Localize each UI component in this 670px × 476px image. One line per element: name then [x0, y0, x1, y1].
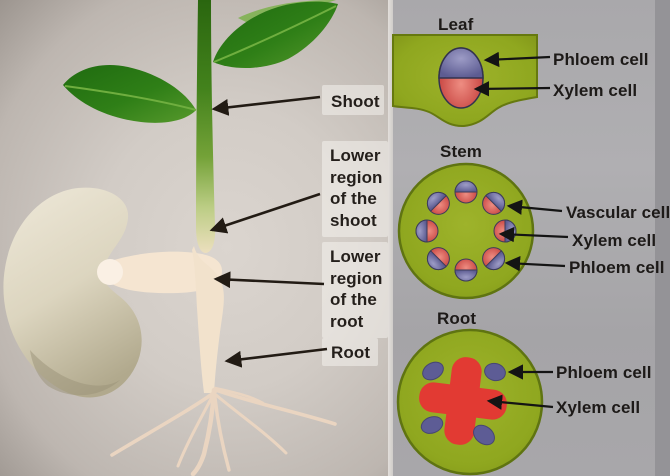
label-highlight: [322, 85, 384, 115]
stem-phloem-arrow: [504, 255, 566, 272]
roots: [110, 386, 337, 476]
label-highlight: [322, 242, 388, 338]
leaf-phloem-arrow: [483, 51, 551, 68]
seed-shadow: [30, 350, 120, 396]
label-highlight: [322, 338, 378, 366]
panel-divider: [388, 0, 393, 476]
stem: [196, 0, 216, 253]
seedling-illustration: [3, 0, 338, 476]
label-root: Root: [331, 343, 371, 362]
hypocotyl-horizontal: [105, 251, 223, 294]
label-root-xylem-cell: Xylem cell: [556, 398, 641, 417]
vascular-bundle: [482, 247, 506, 271]
label-leaf-phloem-cell: Phloem cell: [553, 50, 649, 69]
vascular-bundle: [426, 191, 450, 215]
vascular-bundle: [426, 247, 450, 271]
shoot-arrow: [211, 95, 321, 116]
root-phloem-cell: [422, 361, 444, 381]
label-lower-region-shoot: Lower region of the shoot: [330, 146, 383, 230]
stem-cross-section: [397, 162, 569, 300]
vascular-bundle: [415, 219, 439, 243]
right-leaf-midvein: [213, 5, 337, 63]
stem-arrows: [498, 199, 569, 272]
leaf-xylem-arrow: [473, 81, 551, 97]
vascular-cell-arrow: [506, 199, 563, 215]
stem-xylem-arrow: [498, 226, 569, 243]
section-title-leaf: Leaf: [438, 15, 474, 34]
left-leaf: [63, 65, 196, 123]
root-xylem-arrow: [486, 394, 554, 410]
leaf-cross-section: [392, 34, 551, 128]
label-stem-phloem-cell: Phloem cell: [569, 258, 665, 277]
label-leaf-xylem-cell: Xylem cell: [553, 81, 638, 100]
root-phloem-cell: [473, 424, 495, 446]
label-stem-vascular-cell: Vascular cell: [566, 203, 670, 222]
vascular-bundle: [454, 258, 478, 282]
root-arrows: [486, 364, 554, 410]
root-phloem-cells: [420, 361, 506, 446]
root-cross-section: [396, 328, 554, 476]
left-leaf-midvein: [64, 85, 197, 111]
root-arrow: [224, 347, 328, 368]
label-lower-region-root: Lower region of the root: [330, 247, 383, 331]
right-edge-shade: [655, 0, 670, 476]
leaf-phloem-cell: [438, 47, 484, 79]
seed: [3, 187, 142, 398]
label-highlight: [322, 141, 388, 237]
root-phloem-cell: [420, 416, 444, 434]
seed-attachment: [97, 259, 123, 285]
label-stem-xylem-cell: Xylem cell: [572, 231, 657, 250]
lower-shoot-arrow: [209, 192, 321, 234]
lower-root-arrow: [213, 271, 325, 289]
section-title-root: Root: [437, 309, 477, 328]
vascular-bundle: [454, 180, 478, 204]
seedling-arrows: [209, 95, 328, 368]
root-phloem-cell: [484, 362, 506, 382]
label-shoot: Shoot: [331, 92, 380, 111]
section-title-stem: Stem: [440, 142, 482, 161]
root-xylem-star: [419, 357, 507, 445]
vascular-bundle: [482, 191, 506, 215]
label-root-phloem-cell: Phloem cell: [556, 363, 652, 382]
vascular-bundle: [493, 219, 517, 243]
leaf-arrows: [473, 51, 551, 97]
